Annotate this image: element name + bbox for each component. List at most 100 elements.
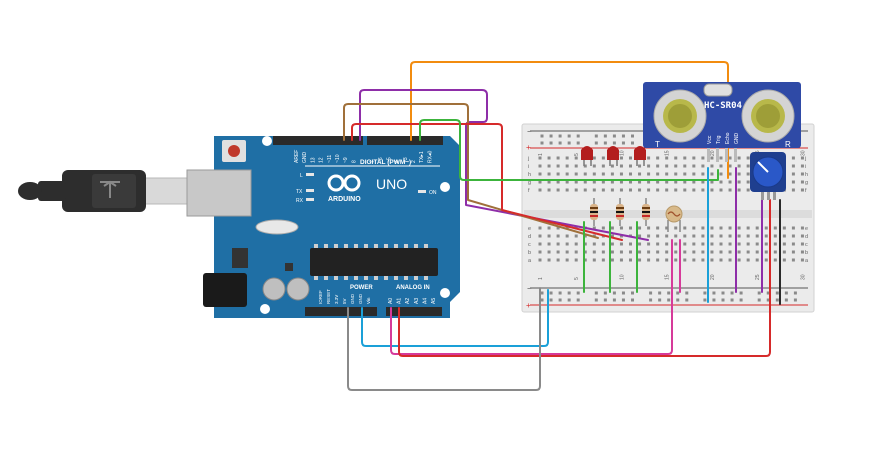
breadboard-hole[interactable]: [665, 172, 669, 176]
breadboard-hole[interactable]: [656, 242, 660, 246]
breadboard-hole[interactable]: [701, 188, 705, 192]
breadboard-hole[interactable]: [710, 258, 714, 262]
breadboard-hole[interactable]: [638, 258, 642, 262]
breadboard-hole[interactable]: [592, 250, 596, 254]
breadboard-hole[interactable]: [692, 242, 696, 246]
breadboard-hole[interactable]: [737, 234, 741, 238]
breadboard-hole[interactable]: [538, 164, 542, 168]
rail-hole[interactable]: [658, 291, 662, 295]
rail-hole[interactable]: [703, 291, 707, 295]
breadboard-hole[interactable]: [800, 188, 804, 192]
breadboard-hole[interactable]: [556, 258, 560, 262]
breadboard-hole[interactable]: [565, 188, 569, 192]
breadboard-hole[interactable]: [656, 234, 660, 238]
breadboard-hole[interactable]: [665, 250, 669, 254]
breadboard-hole[interactable]: [755, 234, 759, 238]
breadboard-hole[interactable]: [791, 156, 795, 160]
breadboard-hole[interactable]: [665, 226, 669, 230]
wire-magenta-a0[interactable]: [390, 239, 673, 355]
potentiometer-icon[interactable]: [750, 152, 786, 200]
breadboard-hole[interactable]: [683, 242, 687, 246]
breadboard-hole[interactable]: [692, 172, 696, 176]
rail-hole[interactable]: [721, 291, 725, 295]
breadboard-hole[interactable]: [728, 172, 732, 176]
breadboard-hole[interactable]: [791, 164, 795, 168]
breadboard-hole[interactable]: [583, 258, 587, 262]
breadboard-hole[interactable]: [737, 156, 741, 160]
breadboard-hole[interactable]: [800, 234, 804, 238]
rail-hole[interactable]: [576, 141, 580, 145]
breadboard-hole[interactable]: [610, 242, 614, 246]
breadboard-hole[interactable]: [638, 250, 642, 254]
breadboard-hole[interactable]: [547, 164, 551, 168]
rail-hole[interactable]: [558, 141, 562, 145]
breadboard-hole[interactable]: [710, 250, 714, 254]
breadboard-hole[interactable]: [656, 164, 660, 168]
breadboard-hole[interactable]: [737, 258, 741, 262]
breadboard-hole[interactable]: [601, 172, 605, 176]
rail-hole[interactable]: [721, 298, 725, 302]
rail-hole[interactable]: [757, 298, 761, 302]
breadboard-hole[interactable]: [638, 164, 642, 168]
breadboard-hole[interactable]: [601, 226, 605, 230]
breadboard-hole[interactable]: [619, 242, 623, 246]
breadboard-hole[interactable]: [592, 258, 596, 262]
breadboard-hole[interactable]: [656, 250, 660, 254]
breadboard-hole[interactable]: [701, 242, 705, 246]
wire-cyan-gnd[interactable]: [361, 289, 549, 347]
breadboard-hole[interactable]: [746, 226, 750, 230]
breadboard-hole[interactable]: [701, 172, 705, 176]
breadboard-hole[interactable]: [755, 226, 759, 230]
rail-hole[interactable]: [612, 298, 616, 302]
breadboard-hole[interactable]: [538, 156, 542, 160]
breadboard-hole[interactable]: [665, 188, 669, 192]
breadboard-hole[interactable]: [638, 180, 642, 184]
breadboard-hole[interactable]: [791, 242, 795, 246]
breadboard-hole[interactable]: [692, 156, 696, 160]
breadboard-hole[interactable]: [800, 250, 804, 254]
rail-hole[interactable]: [631, 141, 634, 145]
breadboard-hole[interactable]: [592, 180, 596, 184]
breadboard-hole[interactable]: [800, 242, 804, 246]
breadboard-hole[interactable]: [656, 156, 660, 160]
breadboard-hole[interactable]: [764, 226, 768, 230]
breadboard-hole[interactable]: [692, 180, 696, 184]
breadboard-hole[interactable]: [683, 234, 687, 238]
breadboard-hole[interactable]: [547, 234, 551, 238]
breadboard-hole[interactable]: [719, 226, 723, 230]
breadboard-hole[interactable]: [638, 242, 642, 246]
rail-hole[interactable]: [793, 291, 797, 295]
breadboard-hole[interactable]: [692, 164, 696, 168]
breadboard-hole[interactable]: [728, 258, 732, 262]
rail-hole[interactable]: [558, 298, 562, 302]
breadboard-hole[interactable]: [565, 250, 569, 254]
breadboard-hole[interactable]: [619, 164, 623, 168]
breadboard-hole[interactable]: [692, 250, 696, 254]
rail-hole[interactable]: [576, 291, 580, 295]
breadboard-hole[interactable]: [728, 188, 732, 192]
breadboard-hole[interactable]: [728, 242, 732, 246]
breadboard-hole[interactable]: [574, 172, 578, 176]
breadboard-hole[interactable]: [800, 172, 804, 176]
breadboard-hole[interactable]: [610, 180, 614, 184]
breadboard-hole[interactable]: [800, 164, 804, 168]
rail-hole[interactable]: [685, 298, 689, 302]
rail-hole[interactable]: [766, 291, 770, 295]
led-icon[interactable]: [634, 146, 646, 166]
wire-orange-trig[interactable]: [410, 61, 729, 179]
breadboard-hole[interactable]: [773, 226, 777, 230]
breadboard-hole[interactable]: [746, 180, 750, 184]
breadboard-hole[interactable]: [665, 258, 669, 262]
breadboard-hole[interactable]: [565, 258, 569, 262]
breadboard-hole[interactable]: [538, 234, 542, 238]
breadboard-hole[interactable]: [538, 242, 542, 246]
breadboard-hole[interactable]: [574, 258, 578, 262]
rail-hole[interactable]: [667, 298, 671, 302]
breadboard-hole[interactable]: [601, 180, 605, 184]
breadboard-hole[interactable]: [547, 156, 551, 160]
breadboard-hole[interactable]: [556, 172, 560, 176]
breadboard-hole[interactable]: [791, 258, 795, 262]
breadboard-hole[interactable]: [665, 180, 669, 184]
breadboard-hole[interactable]: [656, 188, 660, 192]
breadboard-hole[interactable]: [656, 226, 660, 230]
